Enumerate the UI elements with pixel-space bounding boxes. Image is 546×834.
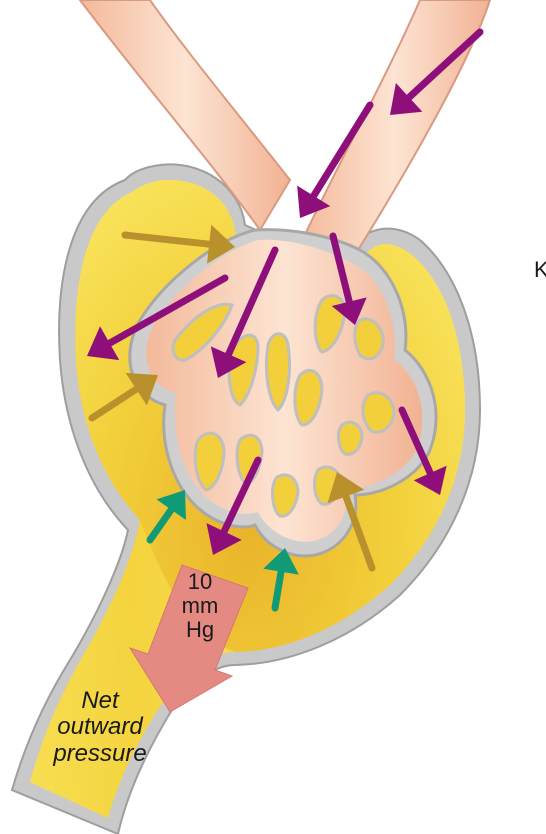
pressure-unit-line2: Hg <box>170 618 230 642</box>
capillary-loop <box>363 393 394 433</box>
pressure-unit-line1: mm <box>170 594 230 618</box>
cropped-edge-label: K <box>534 258 546 282</box>
net-label-line3: pressure <box>30 741 170 767</box>
net-outward-pressure-label: Net outward pressure <box>30 688 170 767</box>
pressure-value: 10 <box>170 570 230 594</box>
pressure-value-label: 10 mm Hg <box>170 570 230 643</box>
afferent-arteriole <box>300 0 490 255</box>
capillary-loop <box>355 319 383 359</box>
net-label-line2: outward <box>30 714 170 740</box>
capillary-loop <box>266 334 289 410</box>
capillary-loop <box>338 422 362 454</box>
net-label-line1: Net <box>30 688 170 714</box>
